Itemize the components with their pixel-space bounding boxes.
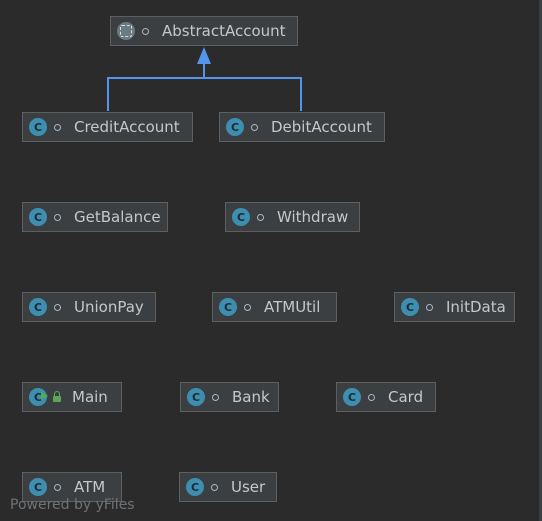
- class-icon: C: [29, 298, 47, 316]
- class-icon: C: [401, 298, 419, 316]
- class-icon: C: [219, 298, 237, 316]
- class-name: Card: [388, 388, 424, 406]
- edge-debit-to-abstract: [204, 77, 302, 111]
- scrollbar-track[interactable]: [539, 0, 542, 521]
- class-name: AbstractAccount: [162, 22, 286, 40]
- class-node-atm[interactable]: C ATM: [22, 472, 122, 502]
- class-icon: C: [187, 388, 205, 406]
- class-name: User: [231, 478, 266, 496]
- class-name: ATM: [74, 478, 106, 496]
- inheritance-arrowhead: [197, 47, 211, 64]
- abstract-class-icon: [117, 22, 135, 40]
- class-icon: C: [226, 118, 244, 136]
- class-icon: C: [186, 478, 204, 496]
- class-node-initdata[interactable]: C InitData: [394, 292, 515, 322]
- visibility-icon: [244, 303, 251, 311]
- class-icon: C: [29, 478, 47, 496]
- class-name: InitData: [446, 298, 506, 316]
- class-node-getbalance[interactable]: C GetBalance: [22, 202, 168, 232]
- class-node-creditaccount[interactable]: C CreditAccount: [22, 112, 193, 142]
- class-node-user[interactable]: C User: [179, 472, 277, 502]
- class-name: DebitAccount: [271, 118, 372, 136]
- visibility-icon: [142, 27, 149, 35]
- class-node-abstractaccount[interactable]: AbstractAccount: [110, 16, 298, 46]
- lock-icon: [53, 391, 61, 402]
- visibility-icon: [212, 393, 219, 401]
- class-icon: C: [343, 388, 361, 406]
- visibility-icon: [54, 123, 61, 131]
- class-icon: C: [29, 118, 47, 136]
- class-name: ATMUtil: [264, 298, 321, 316]
- class-name: Withdraw: [277, 208, 349, 226]
- class-icon: C: [232, 208, 250, 226]
- yfiles-watermark: Powered by yFiles: [10, 497, 135, 513]
- visibility-icon: [54, 483, 61, 491]
- class-icon: C: [29, 208, 47, 226]
- visibility-icon: [368, 393, 375, 401]
- class-name: Main: [72, 388, 108, 406]
- class-node-unionpay[interactable]: C UnionPay: [22, 292, 156, 322]
- class-name: GetBalance: [74, 208, 161, 226]
- class-node-debitaccount[interactable]: C DebitAccount: [219, 112, 385, 142]
- class-name: UnionPay: [74, 298, 144, 316]
- visibility-icon: [426, 303, 433, 311]
- visibility-icon: [251, 123, 258, 131]
- visibility-icon: [54, 303, 61, 311]
- class-name: Bank: [232, 388, 270, 406]
- class-node-atmutil[interactable]: C ATMUtil: [212, 292, 337, 322]
- class-node-bank[interactable]: C Bank: [180, 382, 279, 412]
- runnable-class-icon: C: [29, 388, 48, 406]
- visibility-icon: [257, 213, 264, 221]
- class-name: CreditAccount: [74, 118, 180, 136]
- class-node-card[interactable]: C Card: [336, 382, 436, 412]
- visibility-icon: [54, 213, 61, 221]
- class-node-main[interactable]: C Main: [22, 382, 122, 412]
- class-node-withdraw[interactable]: C Withdraw: [225, 202, 360, 232]
- visibility-icon: [211, 483, 218, 491]
- edge-credit-to-abstract: [107, 64, 205, 111]
